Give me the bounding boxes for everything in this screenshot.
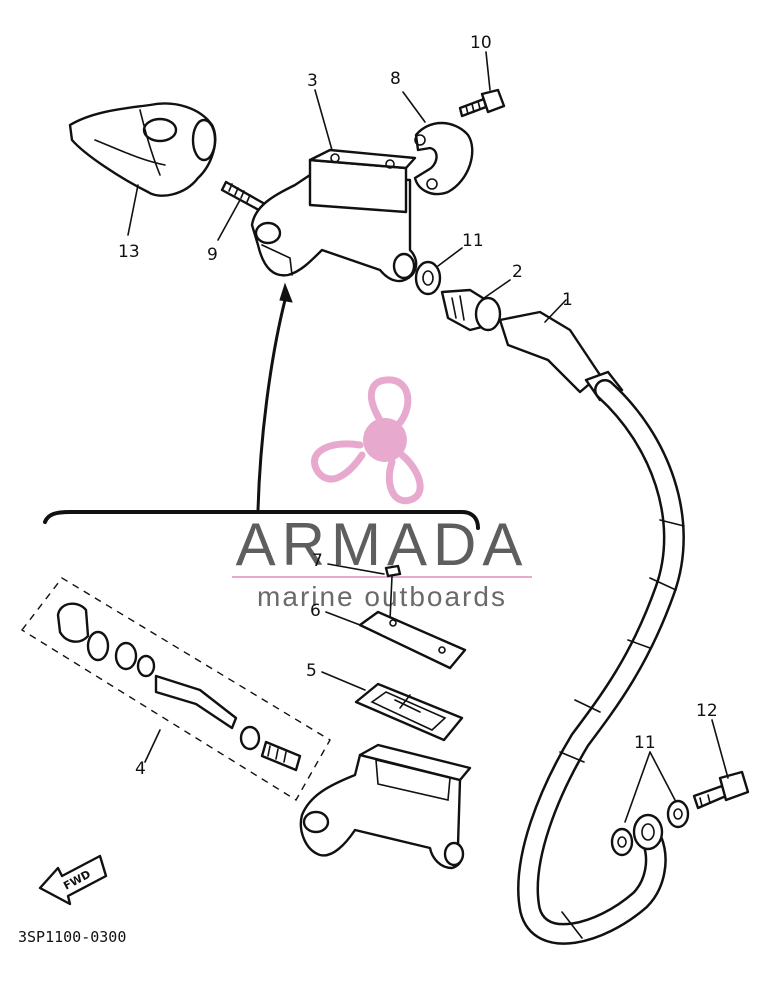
callout-4: 4 [135, 759, 146, 779]
part-12-bolt [692, 770, 750, 810]
leader-6 [325, 611, 361, 626]
watermark-brand: ARMADA [236, 511, 529, 578]
part-11-washers-bottom [610, 799, 690, 857]
part-1-brake-hose [498, 310, 685, 945]
callout-11-bottom: 11 [634, 733, 656, 753]
callout-5: 5 [306, 661, 317, 681]
part-8-holder [413, 121, 474, 196]
leader-8 [402, 91, 426, 123]
propeller-hub [363, 418, 407, 462]
part-5-plate [354, 682, 464, 742]
leader-7 [327, 563, 385, 575]
propeller-icon [311, 376, 424, 505]
leader-12 [711, 719, 729, 779]
callout-12: 12 [696, 701, 718, 721]
leader-3 [314, 89, 333, 151]
callout-7: 7 [312, 551, 323, 571]
callout-1: 1 [562, 290, 573, 310]
part-7-screw [384, 564, 402, 621]
leader-11-bottom [624, 751, 676, 823]
leader-9 [217, 199, 241, 241]
drawing-code: 3SP1100-0300 [18, 928, 126, 946]
callout-9: 9 [207, 245, 218, 265]
leader-11-top [437, 247, 463, 267]
part-master-cylinder-body [299, 743, 472, 870]
callout-2: 2 [512, 262, 523, 282]
leader-2 [483, 279, 511, 299]
fwd-direction-icon: FWD [38, 854, 108, 906]
leader-1 [544, 299, 567, 323]
callout-11-top: 11 [462, 231, 484, 251]
part-11-washer-top [414, 260, 442, 296]
leader-5 [321, 671, 366, 691]
leader-13 [127, 184, 139, 236]
callout-6: 6 [310, 601, 321, 621]
callout-13: 13 [118, 242, 140, 262]
leader-10 [485, 51, 491, 91]
part-4-piston-kit [56, 602, 302, 772]
watermark-logo: ARMADA marine outboards [232, 376, 532, 612]
part-13-boot [68, 102, 217, 197]
callout-8: 8 [390, 69, 401, 89]
part-6-cap [358, 610, 467, 670]
inset-bracket [43, 510, 480, 530]
part-10-bolt [458, 88, 506, 118]
kit-dashed-box [20, 577, 331, 801]
part-3-master-cylinder [250, 148, 418, 283]
leader-4 [144, 729, 161, 763]
callout-10: 10 [470, 33, 492, 53]
part-2-union-bolt [440, 288, 502, 332]
callout-3: 3 [307, 71, 318, 91]
assembly-arrow [256, 282, 293, 511]
watermark-tagline: marine outboards [257, 581, 507, 612]
